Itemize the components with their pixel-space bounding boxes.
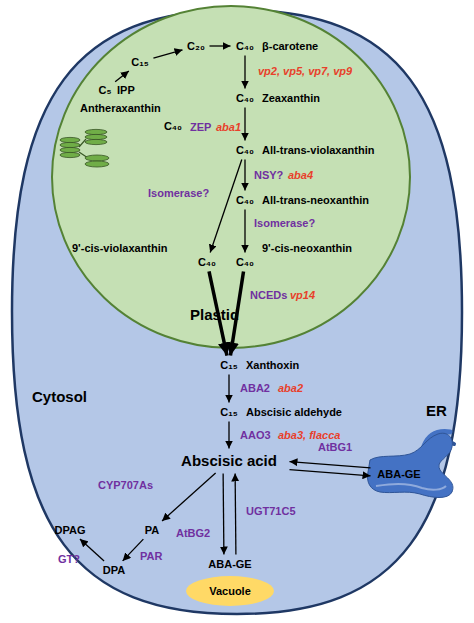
enzyme-label: AtBG1 xyxy=(318,440,352,454)
compound-name: 9'-cis-violaxanthin xyxy=(72,240,168,256)
carbon-count: C₁₅ xyxy=(128,54,152,70)
thylakoid-disc xyxy=(85,155,109,161)
mutant-label: aba2 xyxy=(278,381,303,395)
region-name: Plastid xyxy=(190,306,239,324)
cell-outline: CytosolPlastidC₅IPPC₁₅C₂₀C₄₀β-caroteneC₄… xyxy=(10,8,464,616)
compound-name: All-trans-violaxanthin xyxy=(262,142,374,158)
compound-node: C₁₅Xanthoxin xyxy=(216,357,242,373)
enzyme-label: NCEDs xyxy=(250,288,287,302)
compound-node: C₁₅Abscisic aldehyde xyxy=(216,404,242,420)
carbon-count: C₅ xyxy=(96,82,114,98)
compound-node: C₂₀ xyxy=(184,38,208,54)
catabolite-name: DPA xyxy=(98,562,130,578)
mutant-label: vp2, vp5, vp7, vp9 xyxy=(258,64,352,78)
carbon-count: C₄₀ xyxy=(194,254,220,270)
compound-node: C₄₀β-carotene xyxy=(232,38,258,54)
er-highlight xyxy=(376,484,446,490)
compound-node: C₄₀9'-cis-neoxanthin xyxy=(232,254,258,270)
vacuole-organelle: Vacuole xyxy=(186,576,274,606)
thylakoid-disc xyxy=(60,147,80,152)
organelle-name: ER xyxy=(426,402,447,420)
compound-node: AntheraxanthinC₄₀ xyxy=(160,118,186,134)
catabolite-name: DPAG xyxy=(50,522,90,538)
thylakoid-disc xyxy=(85,161,109,167)
carbon-count: C₄₀ xyxy=(232,254,258,270)
conjugate-node: ABA-GE xyxy=(372,466,426,482)
mutant-label: aba3, flacca xyxy=(278,428,340,442)
carbon-count: C₄₀ xyxy=(232,142,258,158)
enzyme-label: Isomerase? xyxy=(148,186,209,200)
enzyme-label: UGT71C5 xyxy=(246,504,296,518)
enzyme-label: ZEP xyxy=(190,120,211,134)
compound-node: C₄₀Zeaxanthin xyxy=(232,90,258,106)
thylakoid-disc xyxy=(60,137,80,142)
enzyme-label: ABA2 xyxy=(240,381,270,395)
enzyme-label: PAR xyxy=(140,549,162,563)
enzyme-label: CYP707As xyxy=(98,478,153,492)
compound-node: C₄₀All-trans-violaxanthin xyxy=(232,142,258,158)
product-node: Abscisic acid xyxy=(170,450,288,472)
thylakoid-disc xyxy=(60,142,80,147)
compound-node: C₅IPP xyxy=(96,82,114,98)
thylakoid-disc xyxy=(60,152,80,157)
thylakoid-disc xyxy=(85,134,107,139)
enzyme-label: NSY? xyxy=(254,168,283,182)
enzyme-label: AAO3 xyxy=(240,428,271,442)
compound-node: C₄₀All-trans-neoxanthin xyxy=(232,192,258,208)
thylakoid-disc xyxy=(85,139,107,144)
carbon-count: C₄₀ xyxy=(232,38,258,54)
er-sheet xyxy=(368,433,453,497)
mutant-label: aba4 xyxy=(288,168,313,182)
compound-name: IPP xyxy=(117,82,135,98)
carbon-count: C₁₅ xyxy=(216,404,242,420)
conjugate-name: ABA-GE xyxy=(372,466,426,482)
compound-name: All-trans-neoxanthin xyxy=(262,192,369,208)
catabolite-node: DPA xyxy=(98,562,130,578)
catabolite-node: DPAG xyxy=(50,522,90,538)
plastid-shape xyxy=(50,4,412,350)
enzyme-label: Isomerase? xyxy=(254,216,315,230)
thylakoid-disc xyxy=(85,129,107,134)
compound-node: C₁₅ xyxy=(128,54,152,70)
compound-name: Abscisic aldehyde xyxy=(246,404,342,420)
organelle-name: Vacuole xyxy=(186,576,274,606)
vacuole-membrane xyxy=(186,576,274,606)
carbon-count: C₄₀ xyxy=(232,192,258,208)
product-name: Abscisic acid xyxy=(170,450,288,472)
plastid-outline: PlastidC₅IPPC₁₅C₂₀C₄₀β-caroteneC₄₀Zeaxan… xyxy=(50,4,412,350)
plastid-envelope xyxy=(52,6,410,348)
carbon-count: C₁₅ xyxy=(216,357,242,373)
compound-name: 9'-cis-neoxanthin xyxy=(262,240,352,256)
compound-name: Xanthoxin xyxy=(246,357,299,373)
conjugate-name: ABA-GE xyxy=(202,556,258,572)
compound-name: Zeaxanthin xyxy=(262,90,320,106)
carbon-count: C₄₀ xyxy=(160,118,186,134)
compound-node: 9'-cis-violaxanthinC₄₀ xyxy=(194,254,220,270)
enzyme-label: GT? xyxy=(58,552,80,566)
catabolite-name: PA xyxy=(140,522,164,538)
region-name: Cytosol xyxy=(32,388,87,406)
enzyme-label: AtBG2 xyxy=(176,526,210,540)
er-organelle: ER ABA-GE xyxy=(366,398,458,502)
carbon-count: C₂₀ xyxy=(184,38,208,54)
carbon-count: C₄₀ xyxy=(232,90,258,106)
conjugate-node: ABA-GE xyxy=(202,556,258,572)
mutant-label: vp14 xyxy=(290,288,315,302)
compound-name: β-carotene xyxy=(262,38,318,54)
compound-name: Antheraxanthin xyxy=(80,100,161,116)
mutant-label: aba1 xyxy=(216,120,241,134)
catabolite-node: PA xyxy=(140,522,164,538)
